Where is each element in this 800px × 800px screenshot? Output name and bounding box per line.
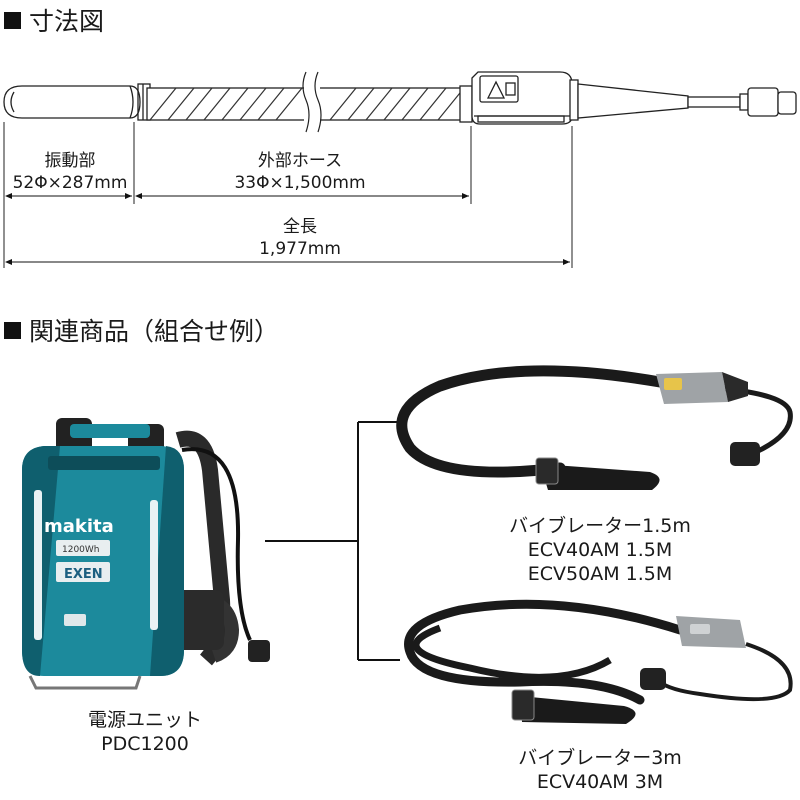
related-heading: 関連商品（組合せ例）: [4, 312, 279, 348]
power-unit-brand-label: makita: [44, 516, 114, 537]
extension-lines: [3, 122, 573, 268]
bullet-square-icon: [4, 321, 21, 339]
vibrator-3m-image: [404, 599, 793, 724]
vibrator-size: 52Φ×287mm: [12, 173, 128, 193]
related-title: 関連商品（組合せ例）: [29, 317, 280, 346]
bullet-square-icon: [4, 11, 21, 29]
vibrator-name: 振動部: [44, 151, 96, 171]
hose-outline: [146, 70, 473, 135]
power-unit-image: makita 1200Wh EXEN: [22, 418, 270, 690]
power-unit-logo-label: EXEN: [64, 567, 103, 582]
hose-size: 33Φ×1,500mm: [234, 173, 366, 193]
cable-connector-outline: [577, 83, 797, 119]
power-unit-capacity-label: 1200Wh: [62, 545, 100, 555]
total-size: 1,977mm: [259, 239, 341, 259]
power-unit-caption: 電源ユニット PDC1200: [40, 708, 250, 756]
vibrator-3m-model-1: ECV40AM 3M: [536, 771, 664, 793]
dimensions-heading: 寸法図: [4, 2, 104, 38]
vibrator-1-5m-image: [396, 365, 793, 490]
vibrator-1-5m-name: バイブレーター1.5m: [509, 515, 691, 537]
power-unit-name: 電源ユニット: [87, 709, 202, 731]
hose-name: 外部ホース: [257, 151, 343, 171]
vibrator-head-outline: [3, 83, 151, 121]
switch-box-outline: [471, 71, 579, 125]
vibrator-dimension-label: 振動部 52Φ×287mm: [6, 150, 134, 194]
power-unit-model: PDC1200: [101, 733, 189, 755]
connection-bracket: [265, 421, 400, 661]
total-name: 全長: [283, 217, 317, 237]
vibrator-1-5m-model-2: ECV50AM 1.5M: [527, 563, 673, 585]
vibrator-3m-caption: バイブレーター3m ECV40AM 3M: [470, 746, 730, 794]
dimensions-title: 寸法図: [29, 7, 105, 36]
vibrator-3m-name: バイブレーター3m: [518, 747, 682, 769]
total-dimension-label: 全長 1,977mm: [200, 216, 400, 260]
vibrator-1-5m-model-1: ECV40AM 1.5M: [527, 539, 673, 561]
hose-dimension-label: 外部ホース 33Φ×1,500mm: [200, 150, 400, 194]
vibrator-1-5m-caption: バイブレーター1.5m ECV40AM 1.5M ECV50AM 1.5M: [470, 514, 730, 586]
